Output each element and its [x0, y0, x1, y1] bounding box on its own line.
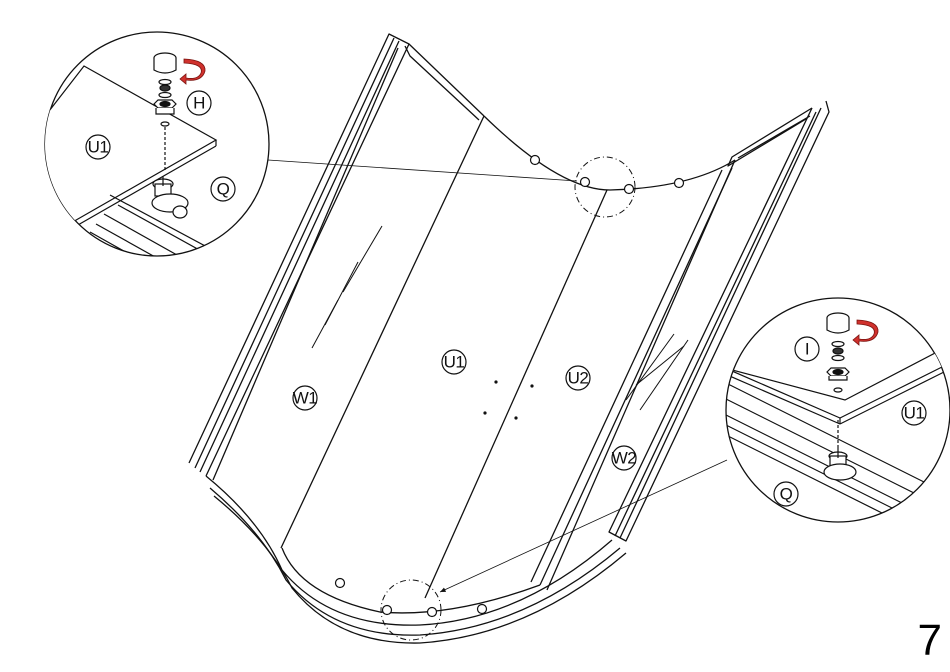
detail-bottom-label-u1: U1: [902, 401, 926, 425]
svg-text:U1: U1: [444, 353, 465, 372]
detail-bottom-label-i: I: [795, 337, 819, 361]
svg-text:U1: U1: [88, 138, 109, 157]
svg-text:Q: Q: [780, 485, 793, 504]
detail-top-label-u1: U1: [86, 135, 110, 159]
svg-text:U2: U2: [568, 369, 589, 388]
detail-bottom-label-q: Q: [774, 482, 798, 506]
bottom-curved-track: [206, 476, 626, 643]
detail-top-circle: H U1 Q: [0, 32, 269, 322]
handle-holes: [483, 380, 533, 419]
label-w2: W2: [612, 446, 637, 470]
svg-text:Q: Q: [217, 180, 230, 199]
detail-top-label-q: Q: [211, 177, 235, 201]
top-rail-curve: [484, 116, 735, 190]
bottom-rollers: [336, 579, 487, 617]
label-u1: U1: [442, 350, 466, 374]
glass-reflection-marks: [312, 226, 688, 410]
top-leader-line: [268, 160, 577, 181]
bottom-leader-line: [440, 460, 727, 592]
top-rollers: [531, 156, 684, 194]
svg-text:U1: U1: [904, 404, 925, 423]
svg-text:W2: W2: [612, 449, 637, 468]
detail-top-label-h: H: [187, 91, 211, 115]
step-number: 7: [918, 619, 942, 663]
label-u2: U2: [566, 366, 590, 390]
svg-text:I: I: [805, 340, 809, 359]
detail-bottom-circle: I U1 Q: [720, 298, 950, 552]
label-w1: W1: [293, 386, 318, 410]
svg-text:W1: W1: [293, 389, 318, 408]
svg-text:H: H: [193, 94, 205, 113]
shower-enclosure: [189, 34, 829, 643]
